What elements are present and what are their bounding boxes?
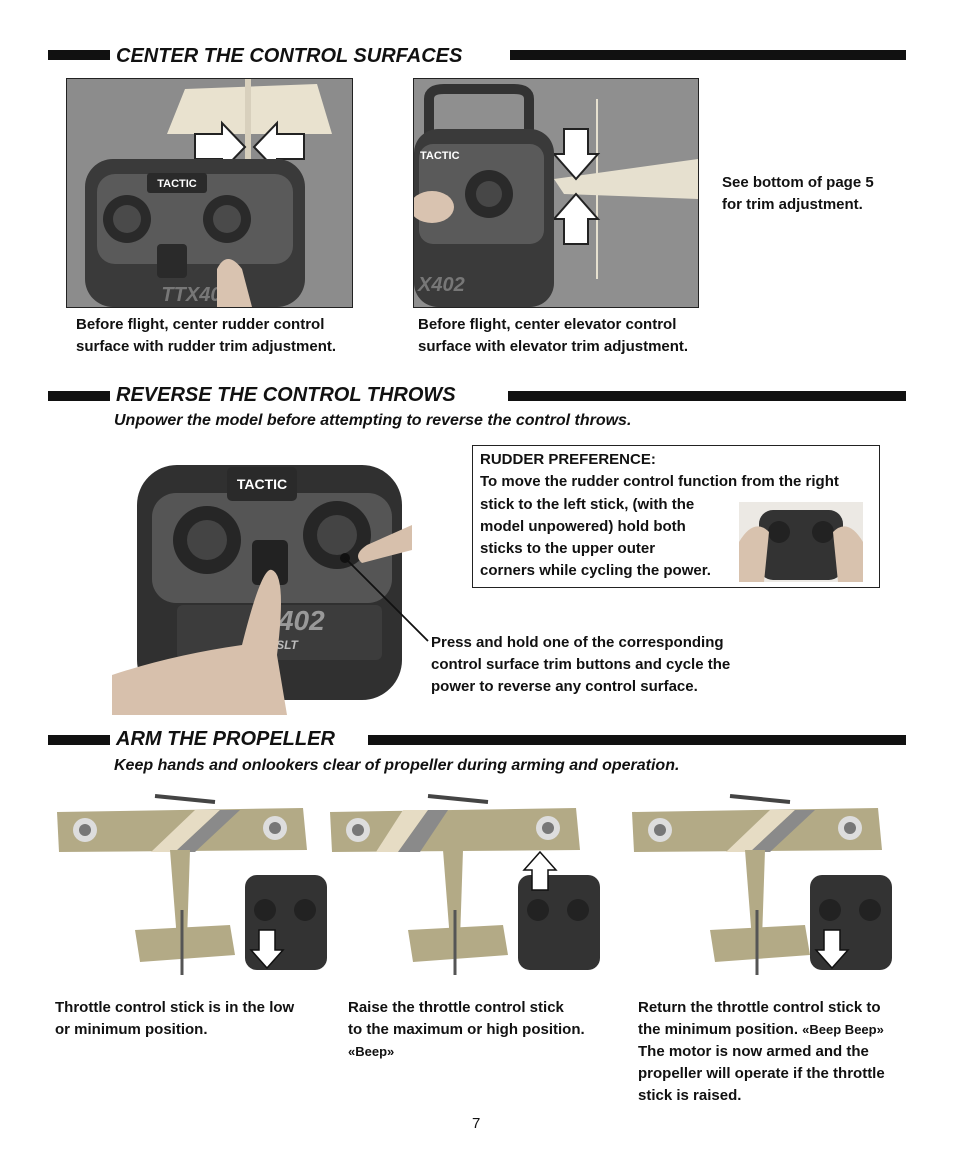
svg-text:TTX402: TTX402 [161, 284, 232, 306]
rudder-pref-body: stick to the left stick, (with the model… [480, 496, 711, 579]
mini-transmitter [810, 875, 892, 970]
caption-press-hold: Press and hold one of the corresponding … [431, 634, 731, 695]
rudder-pref-line1: To move the rudder control function from… [480, 473, 839, 490]
side-note-trim: See bottom of page 5 for trim adjustment… [722, 174, 874, 213]
pointer-line [344, 557, 429, 642]
heading-bar-right [368, 735, 906, 745]
svg-text:TACTIC: TACTIC [420, 150, 460, 162]
biplane [330, 794, 580, 975]
section-heading-center: CENTER THE CONTROL SURFACES [116, 45, 463, 67]
arm-step1-illustration [57, 794, 327, 975]
heading-bar-left [48, 735, 110, 745]
biplane [632, 794, 882, 975]
heading-bar-right [510, 50, 906, 60]
mini-transmitter [245, 875, 327, 970]
photo-reverse-throws: TACTIC X402 SLT [112, 455, 412, 715]
svg-text:TACTIC: TACTIC [237, 476, 287, 492]
arm-step2-illustration [330, 794, 600, 975]
rudder-centering-illustration: TACTIC TTX402 [67, 79, 352, 307]
caption-arm-step3: Return the throttle control stick to the… [638, 999, 885, 1104]
page-number: 7 [472, 1115, 481, 1132]
photo-hands-transmitter [739, 502, 863, 582]
elevator-centering-illustration: TACTIC X402 [414, 79, 698, 307]
heading-bar-left [48, 391, 110, 401]
biplane [57, 794, 307, 975]
rudder-preference-box: RUDDER PREFERENCE: To move the rudder co… [472, 445, 880, 588]
mini-transmitter [518, 850, 600, 970]
photo-elevator-centering: TACTIC X402 [413, 78, 699, 308]
section-heading-reverse: REVERSE THE CONTROL THROWS [116, 384, 456, 406]
caption-elevator: Before flight, center elevator control s… [418, 316, 689, 355]
heading-bar-left [48, 50, 110, 60]
caption-rudder: Before flight, center rudder control sur… [76, 316, 337, 355]
caption-arm-step2: Raise the throttle control stick to the … [348, 999, 585, 1059]
svg-text:TACTIC: TACTIC [157, 178, 197, 190]
photo-rudder-centering: TACTIC TTX402 [66, 78, 353, 308]
arm-step3-illustration [632, 794, 892, 975]
rudder-pref-title: RUDDER PREFERENCE: [480, 451, 656, 468]
subheading-arm: Keep hands and onlookers clear of propel… [114, 757, 680, 774]
reverse-throws-illustration: TACTIC X402 SLT [112, 465, 412, 715]
subheading-reverse: Unpower the model before attempting to r… [114, 412, 632, 429]
svg-text:SLT: SLT [276, 638, 299, 652]
section-heading-arm: ARM THE PROPELLER [116, 728, 335, 750]
heading-bar-right [508, 391, 906, 401]
caption-arm-step1: Throttle control stick is in the low or … [55, 999, 295, 1038]
svg-text:X402: X402 [417, 274, 465, 296]
